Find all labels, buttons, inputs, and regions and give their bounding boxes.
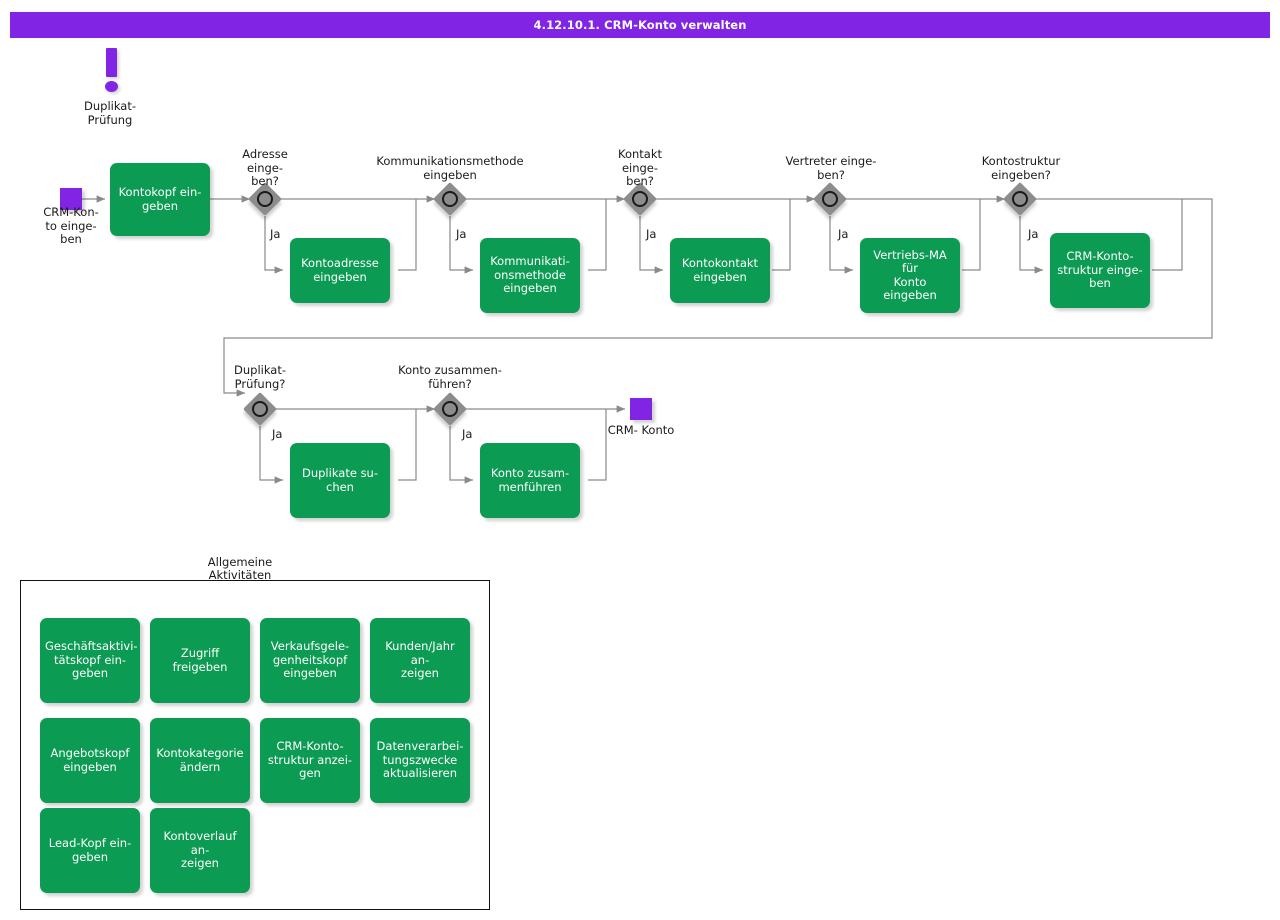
exclamation-bar xyxy=(106,48,117,77)
task-label: Angebotskopf eingeben xyxy=(50,746,130,774)
title-bar: 4.12.10.1. CRM-Konto verwalten xyxy=(10,12,1270,38)
gateway-vertreter-eingeben[interactable] xyxy=(813,182,850,219)
gateway-kommunikationsmethode-branch-label: Ja xyxy=(456,227,467,241)
activity-kontoverlauf-anzeigen[interactable]: Kontoverlauf an- zeigen xyxy=(150,808,250,893)
gateway-inclusive-ring xyxy=(632,191,648,207)
task-label: Kommunikati- onsmethode eingeben xyxy=(490,254,570,296)
gateway-kommunikationsmethode-label: Kommunikationsmethode eingeben xyxy=(376,154,524,182)
gateway-inclusive-ring xyxy=(1012,191,1028,207)
gateway-inclusive-ring xyxy=(257,191,273,207)
task-duplikate-suchen[interactable]: Duplikate su- chen xyxy=(290,443,390,518)
gateway-kontostruktur-eingeben[interactable] xyxy=(1003,182,1040,219)
task-label: Kontokategorie ändern xyxy=(156,746,244,774)
task-kontokontakt-eingeben[interactable]: Kontokontakt eingeben xyxy=(670,238,770,303)
gateway-duplikat-pruefung-label: Duplikat- Prüfung? xyxy=(234,363,286,391)
task-label: Datenverarbei- tungszwecke aktualisieren xyxy=(376,739,464,781)
activity-angebotskopf-eingeben[interactable]: Angebotskopf eingeben xyxy=(40,718,140,803)
gateway-kontakt-branch-label: Ja xyxy=(646,227,657,241)
activity-zugriff-freigeben[interactable]: Zugriff freigeben xyxy=(150,618,250,703)
activity-verkaufsgelegenheitskopf-eingeben[interactable]: Verkaufsgele- genheitskopf eingeben xyxy=(260,618,360,703)
activity-geschaeftsaktivitaetskopf-eingeben[interactable]: Geschäftsaktivi- tätskopf ein- geben xyxy=(40,618,140,703)
gateway-konto-zusammenfuehren[interactable] xyxy=(433,392,470,429)
gateway-konto-zusammenfuehren-label: Konto zusammen- führen? xyxy=(398,363,502,391)
gateway-duplikat-pruefung[interactable] xyxy=(243,392,280,429)
gateway-vertreter-branch-label: Ja xyxy=(838,227,849,241)
task-konto-zusammenfuehren[interactable]: Konto zusam- menführen xyxy=(480,443,580,518)
gateway-adresse-label: Adresse einge- ben? xyxy=(242,147,288,188)
end-event-label: CRM- Konto xyxy=(607,423,675,437)
task-label: Duplikate su- chen xyxy=(301,466,378,494)
end-event[interactable] xyxy=(630,398,652,420)
task-kontoadresse-eingeben[interactable]: Kontoadresse eingeben xyxy=(290,238,390,303)
gateway-inclusive-ring xyxy=(442,191,458,207)
group-label: Allgemeine Aktivitäten xyxy=(207,555,273,582)
task-label: CRM-Konto- struktur anzei- gen xyxy=(267,739,353,781)
activity-kunden-jahr-anzeigen[interactable]: Kunden/Jahr an- zeigen xyxy=(370,618,470,703)
task-label: Kontoadresse eingeben xyxy=(301,256,379,284)
gateway-duplikat-pruefung-branch-label: Ja xyxy=(272,427,283,441)
gateway-kontostruktur-label: Kontostruktur eingeben? xyxy=(981,154,1061,182)
task-label: Kunden/Jahr an- zeigen xyxy=(385,639,455,681)
task-label: Verkaufsgele- genheitskopf eingeben xyxy=(270,639,350,681)
task-label: Zugriff freigeben xyxy=(172,646,228,674)
gateway-inclusive-ring xyxy=(442,401,458,417)
gateway-inclusive-ring xyxy=(822,191,838,207)
group-label-mask xyxy=(21,581,489,591)
task-label: Konto zusam- menführen xyxy=(490,466,570,494)
gateway-adresse-eingeben[interactable] xyxy=(248,182,285,219)
task-label: Vertriebs-MA für Konto eingeben xyxy=(873,247,947,302)
activity-lead-kopf-eingeben[interactable]: Lead-Kopf ein- geben xyxy=(40,808,140,893)
annotation-label: Duplikat- Prüfung xyxy=(84,99,136,127)
task-vertriebs-ma-fuer-konto-eingeben[interactable]: Vertriebs-MA für Konto eingeben xyxy=(860,238,960,313)
task-kontokopf-eingeben[interactable]: Kontokopf ein- geben xyxy=(110,163,210,236)
gateway-konto-zusammenfuehren-branch-label: Ja xyxy=(462,427,473,441)
gateway-kommunikationsmethode[interactable] xyxy=(433,182,470,219)
page-title: 4.12.10.1. CRM-Konto verwalten xyxy=(533,18,747,32)
gateway-kontakt-label: Kontakt einge- ben? xyxy=(617,147,663,188)
gateway-kontakt-eingeben[interactable] xyxy=(623,182,660,219)
task-label: CRM-Konto- struktur einge- ben xyxy=(1057,249,1143,291)
task-label: Geschäftsaktivi- tätskopf ein- geben xyxy=(45,639,138,681)
gateway-adresse-branch-label: Ja xyxy=(270,227,281,241)
task-crm-kontostruktur-eingeben[interactable]: CRM-Konto- struktur einge- ben xyxy=(1050,233,1150,308)
task-label: Lead-Kopf ein- geben xyxy=(48,836,132,864)
start-event[interactable] xyxy=(60,188,82,210)
activity-crm-kontostruktur-anzeigen[interactable]: CRM-Konto- struktur anzei- gen xyxy=(260,718,360,803)
activity-datenverarbeitungszwecke-aktualisieren[interactable]: Datenverarbei- tungszwecke aktualisieren xyxy=(370,718,470,803)
task-label: Kontokopf ein- geben xyxy=(118,185,202,213)
gateway-inclusive-ring xyxy=(252,401,268,417)
exclamation-dot xyxy=(105,81,118,92)
exclamation-icon xyxy=(92,48,132,98)
gateway-vertreter-label: Vertreter einge- ben? xyxy=(785,154,877,182)
task-label: Kontokontakt eingeben xyxy=(681,256,759,284)
task-kommunikationsmethode-eingeben[interactable]: Kommunikati- onsmethode eingeben xyxy=(480,238,580,313)
activity-kontokategorie-aendern[interactable]: Kontokategorie ändern xyxy=(150,718,250,803)
task-label: Kontoverlauf an- zeigen xyxy=(163,829,237,871)
gateway-kontostruktur-branch-label: Ja xyxy=(1028,227,1039,241)
start-event-label: CRM-Kon- to einge- ben xyxy=(43,205,99,246)
